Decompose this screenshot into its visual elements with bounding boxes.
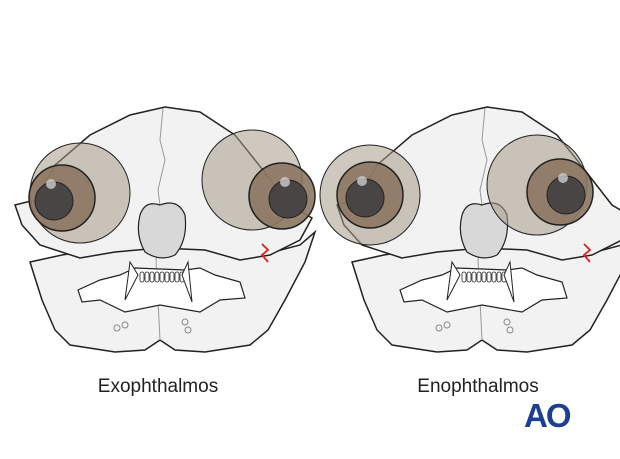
dental-arch: [77, 267, 246, 313]
incisor: [481, 271, 487, 283]
incisor: [461, 271, 467, 283]
incisor: [144, 271, 150, 283]
mental-foramen: [443, 321, 451, 329]
incisor: [486, 271, 492, 283]
left-eye: [319, 144, 421, 246]
mental-foramen: [181, 318, 189, 326]
red-nerve-marker: [260, 243, 270, 263]
right-eye: [201, 129, 316, 231]
left-eye: [28, 142, 131, 244]
exophthalmos-label: Exophthalmos: [97, 376, 219, 397]
canine-right: [503, 260, 515, 303]
highlight: [357, 176, 367, 186]
incisor: [154, 271, 160, 283]
nasal-cavity: [137, 202, 187, 259]
highlight: [46, 179, 56, 189]
nasal-cavity: [459, 202, 509, 259]
incisor: [466, 271, 472, 283]
enophthalmos-skull: [319, 106, 620, 353]
mental-foramen: [503, 318, 511, 326]
mental-foramen: [435, 324, 443, 332]
canine-right: [181, 260, 193, 303]
right-eye: [486, 134, 594, 236]
teeth: [399, 260, 568, 313]
incisor: [496, 271, 502, 283]
midline-suture: [155, 107, 166, 341]
ao-logo: AO: [524, 397, 571, 434]
mental-foramen: [121, 321, 129, 329]
red-nerve-marker: [582, 243, 592, 263]
incisor: [476, 271, 482, 283]
enophthalmos-label: Enophthalmos: [417, 376, 539, 397]
incisor: [471, 271, 477, 283]
incisor: [164, 271, 170, 283]
mental-foramen: [506, 326, 514, 334]
incisor: [149, 271, 155, 283]
incisor: [139, 271, 145, 283]
mental-foramen: [113, 324, 121, 332]
highlight: [558, 173, 568, 183]
canine-left: [124, 260, 139, 301]
mental-foramen: [184, 326, 192, 334]
incisor: [491, 271, 497, 283]
exophthalmos-skull: [14, 106, 317, 353]
highlight: [280, 177, 290, 187]
teeth: [77, 260, 246, 313]
dental-arch: [399, 267, 568, 313]
incisor: [169, 271, 175, 283]
incisor: [174, 271, 180, 283]
incisor: [159, 271, 165, 283]
canine-left: [446, 260, 461, 301]
midline-suture: [477, 107, 488, 341]
